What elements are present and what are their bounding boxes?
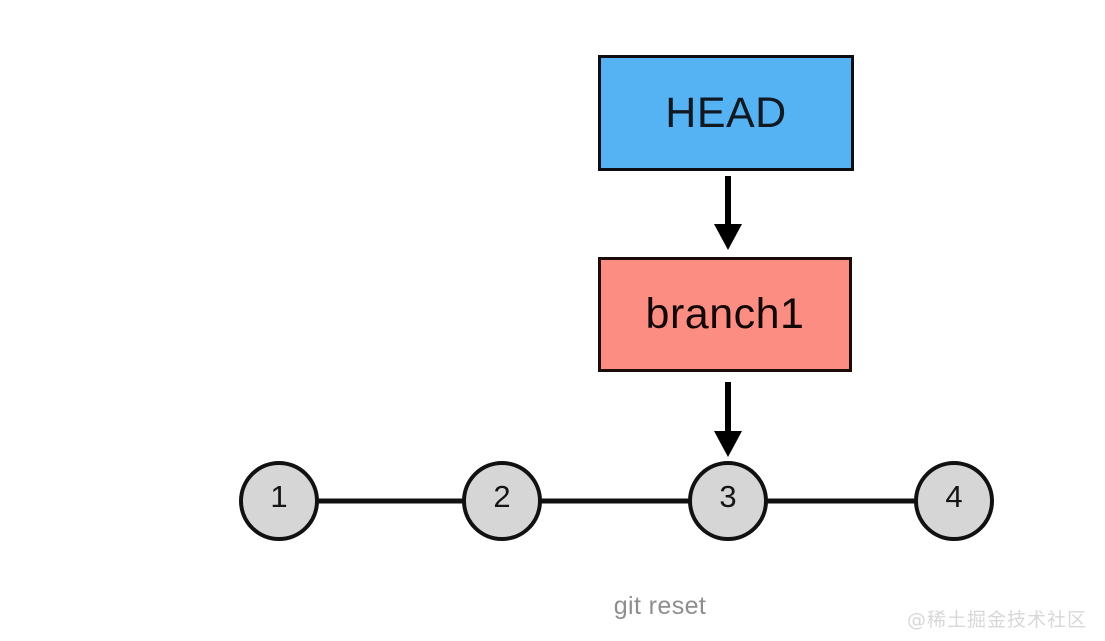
head-box: HEAD bbox=[598, 55, 854, 171]
arrow-head-to-branch1 bbox=[714, 176, 742, 250]
arrow-branch1-to-commit-3 bbox=[714, 382, 742, 457]
commit-node-3 bbox=[688, 461, 768, 541]
head-box-label: HEAD bbox=[665, 88, 787, 137]
commit-node-1 bbox=[239, 461, 319, 541]
watermark: @稀土掘金技术社区 bbox=[906, 609, 1087, 631]
diagram-caption: git reset bbox=[613, 592, 707, 620]
branch1-box-label: branch1 bbox=[645, 290, 805, 338]
commit-node-4 bbox=[914, 461, 994, 541]
commit-nodes bbox=[239, 461, 994, 541]
commit-node-2 bbox=[462, 461, 542, 541]
branch1-box: branch1 bbox=[598, 257, 852, 372]
